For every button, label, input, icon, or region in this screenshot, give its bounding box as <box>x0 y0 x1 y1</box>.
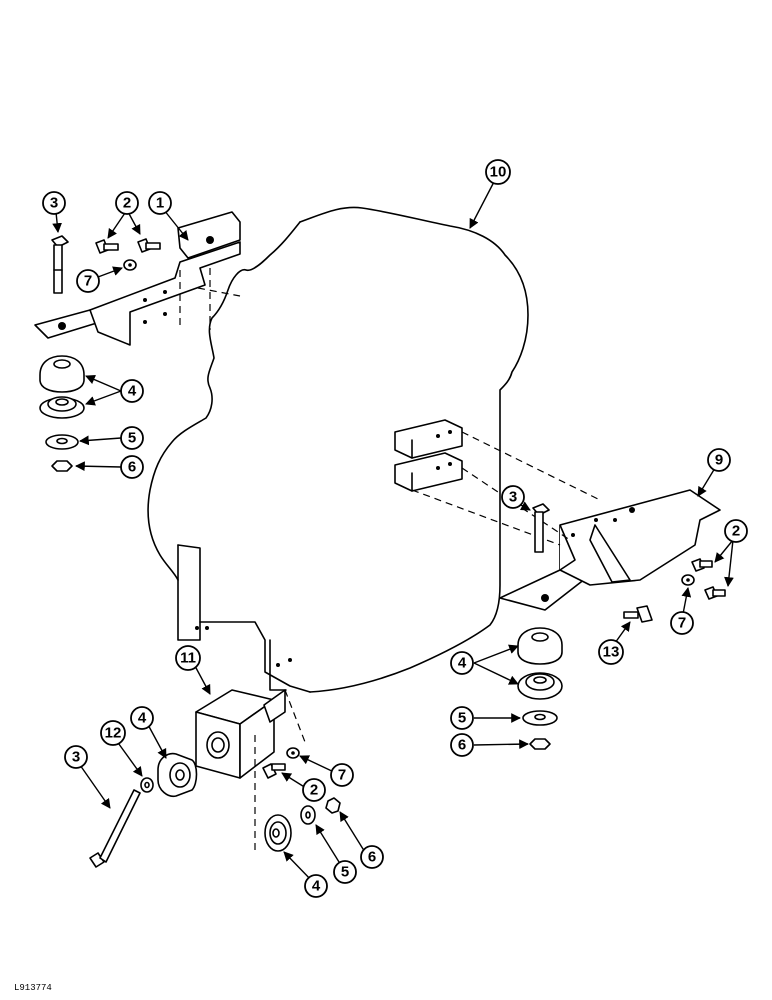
callout-6-rear: 6 <box>450 733 474 757</box>
front-mount-bracket <box>34 211 241 346</box>
front-isolator-stack <box>39 355 85 472</box>
callout-6-front: 6 <box>120 455 144 479</box>
svg-text:6: 6 <box>128 459 136 476</box>
svg-text:5: 5 <box>128 430 136 447</box>
front-bolt <box>51 235 69 294</box>
rear-small-bolts <box>623 558 726 623</box>
rear-mount-bracket <box>499 489 721 611</box>
side-washer-12 <box>140 777 154 793</box>
callout-9: 9 <box>707 448 731 472</box>
svg-text:4: 4 <box>128 383 137 400</box>
callout-11: 11 <box>175 645 201 671</box>
callout-4-side: 4 <box>130 706 154 730</box>
callout-10: 10 <box>485 159 511 185</box>
engine-outline <box>147 206 529 693</box>
svg-text:10: 10 <box>490 164 507 181</box>
svg-text:2: 2 <box>310 782 318 799</box>
leader-lines <box>52 177 734 884</box>
svg-text:3: 3 <box>509 489 517 506</box>
svg-text:2: 2 <box>123 195 131 212</box>
svg-text:6: 6 <box>368 849 376 866</box>
callout-5-rear: 5 <box>450 706 474 730</box>
side-long-bolt <box>89 789 141 868</box>
callout-4-front: 4 <box>120 379 144 403</box>
callout-2-rear: 2 <box>724 519 748 543</box>
callout-7-rear: 7 <box>670 611 694 635</box>
svg-text:4: 4 <box>312 878 321 895</box>
svg-text:12: 12 <box>105 725 122 742</box>
svg-text:11: 11 <box>180 650 196 667</box>
callout-12: 12 <box>100 720 126 746</box>
svg-text:7: 7 <box>678 615 686 632</box>
rear-isolator-stack <box>517 627 563 750</box>
front-small-bolts <box>95 238 161 271</box>
svg-text:4: 4 <box>138 710 147 727</box>
svg-text:1: 1 <box>156 195 164 212</box>
callout-2-front: 2 <box>115 191 139 215</box>
side-isolator-top <box>157 752 198 798</box>
svg-text:7: 7 <box>338 767 346 784</box>
callout-1: 1 <box>148 191 172 215</box>
side-mount-bracket <box>195 689 286 779</box>
callout-3-rear: 3 <box>501 485 525 509</box>
svg-text:7: 7 <box>84 273 92 290</box>
callout-5-front: 5 <box>120 426 144 450</box>
svg-text:6: 6 <box>458 737 466 754</box>
callout-7-front: 7 <box>76 269 100 293</box>
svg-text:5: 5 <box>341 864 349 881</box>
svg-text:9: 9 <box>715 452 723 469</box>
svg-text:3: 3 <box>72 749 80 766</box>
callout-3-side: 3 <box>64 745 88 769</box>
callout-5-side: 5 <box>333 860 357 884</box>
figure-reference: L913774 <box>14 983 52 993</box>
callout-7-side: 7 <box>330 763 354 787</box>
svg-text:13: 13 <box>603 644 620 661</box>
side-small-bolt <box>262 747 300 779</box>
callout-4-lower: 4 <box>304 874 328 898</box>
svg-text:3: 3 <box>50 195 58 212</box>
svg-text:5: 5 <box>458 710 466 727</box>
svg-text:4: 4 <box>458 655 467 672</box>
rear-bolt <box>532 503 550 553</box>
svg-text:2: 2 <box>732 523 740 540</box>
callout-13: 13 <box>598 639 624 665</box>
callout-4-rear: 4 <box>450 651 474 675</box>
callout-2-side: 2 <box>302 778 326 802</box>
side-isolator-lower <box>264 797 341 852</box>
callout-3-front: 3 <box>42 191 66 215</box>
callout-6-side: 6 <box>360 845 384 869</box>
